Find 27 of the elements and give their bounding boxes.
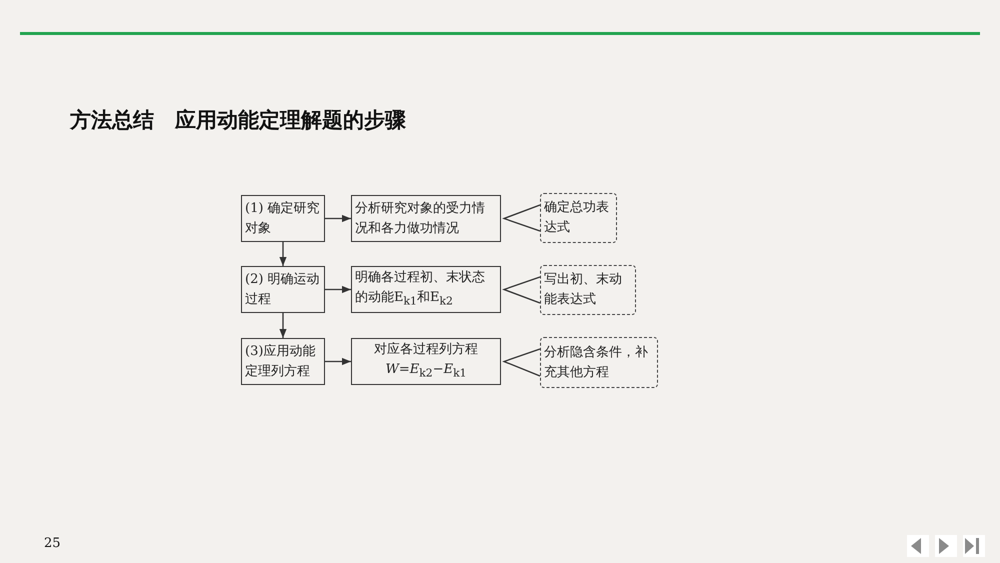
slide-title: 方法总结 应用动能定理解题的步骤 xyxy=(70,107,406,134)
step-box xyxy=(351,338,501,385)
connector-line xyxy=(502,348,540,377)
box-text: 明确各过程初、末状态的动能E$_{k1}$和E$_{k2}$ xyxy=(355,268,486,310)
connector-line xyxy=(502,276,540,304)
step-box xyxy=(351,195,501,242)
page-number: 25 xyxy=(44,536,61,551)
note-box xyxy=(540,337,658,388)
box-text: 写出初、末动能表达式 xyxy=(544,271,623,309)
box-text: 分析隐含条件，补充其他方程 xyxy=(544,344,649,382)
box-text: (2) 明确运动过程 xyxy=(245,270,321,308)
arrow xyxy=(325,214,351,222)
step-box xyxy=(351,266,501,313)
arrow xyxy=(325,286,351,294)
arrow xyxy=(325,358,351,366)
arrow xyxy=(279,242,287,266)
note-box xyxy=(540,265,636,315)
arrow xyxy=(279,313,287,338)
box-text: (1) 确定研究对象 xyxy=(245,200,321,238)
box-text: (3)应用动能定理列方程 xyxy=(245,342,316,380)
box-text: W=E$_{k2}$−E$_{k1}$ xyxy=(385,360,467,382)
box-text: 确定总功表达式 xyxy=(544,199,610,237)
note-box xyxy=(540,193,617,243)
box-text: 对应各过程列方程 xyxy=(374,340,478,359)
step-box xyxy=(241,338,325,385)
connector-line xyxy=(502,204,540,232)
box-text: 分析研究对象的受力情况和各力做功情况 xyxy=(355,200,486,238)
